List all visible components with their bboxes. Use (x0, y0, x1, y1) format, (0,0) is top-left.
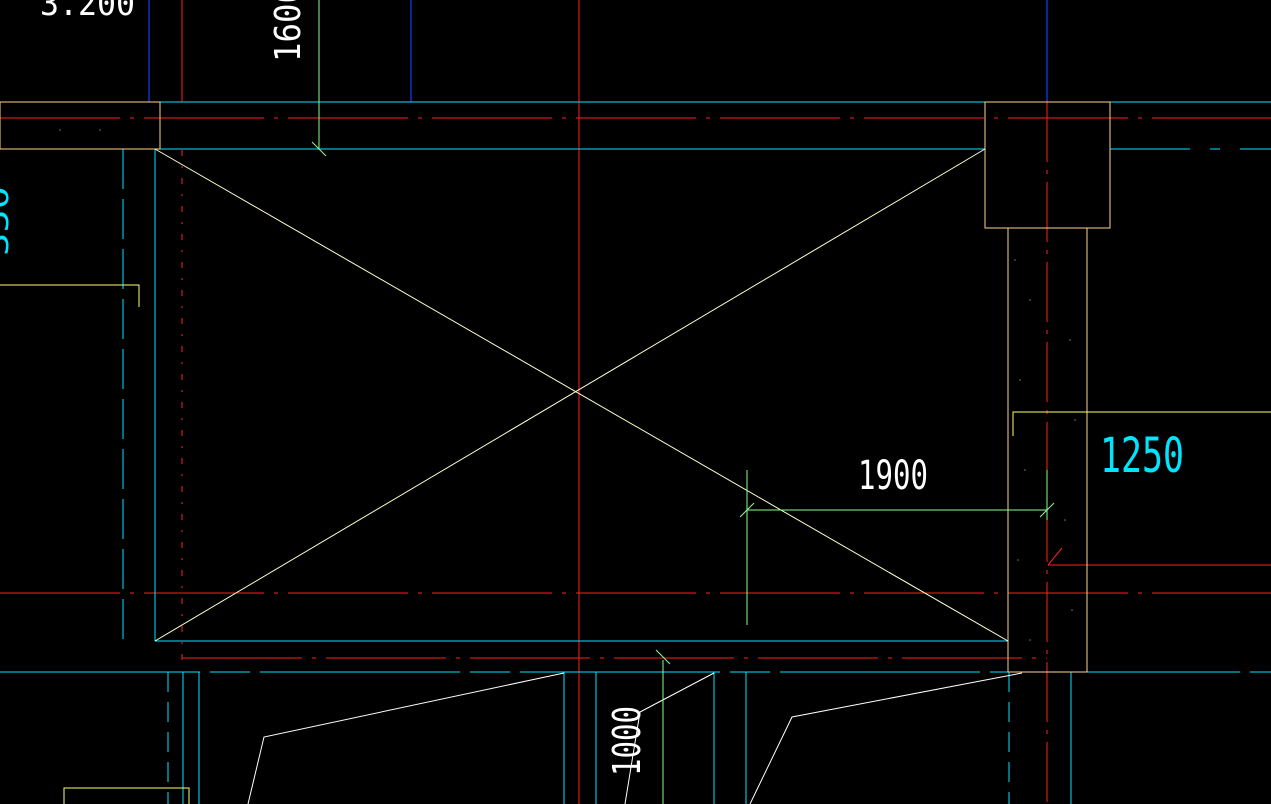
dim-bottom-vertical: 1000 (605, 706, 649, 776)
void-cross (154, 148, 1009, 642)
dimension-lines (311, 0, 1055, 804)
dim-top-vertical: 1600 (268, 0, 309, 62)
blue-lines (148, 0, 1048, 102)
dim-left-partial: 350 (0, 186, 16, 256)
column-right-shaft (1007, 227, 1088, 673)
columns (0, 101, 1111, 673)
dim-right-label: 1250 (1100, 428, 1184, 484)
shaft-hatch (59, 129, 1076, 641)
wall-lines (0, 101, 1271, 804)
dim-top-partial: 3.200 (40, 0, 135, 24)
dim-horizontal: 1900 (858, 453, 928, 499)
yellow-leaders (0, 284, 1271, 804)
stair-lines (247, 672, 1023, 804)
column-top-left (0, 101, 161, 150)
